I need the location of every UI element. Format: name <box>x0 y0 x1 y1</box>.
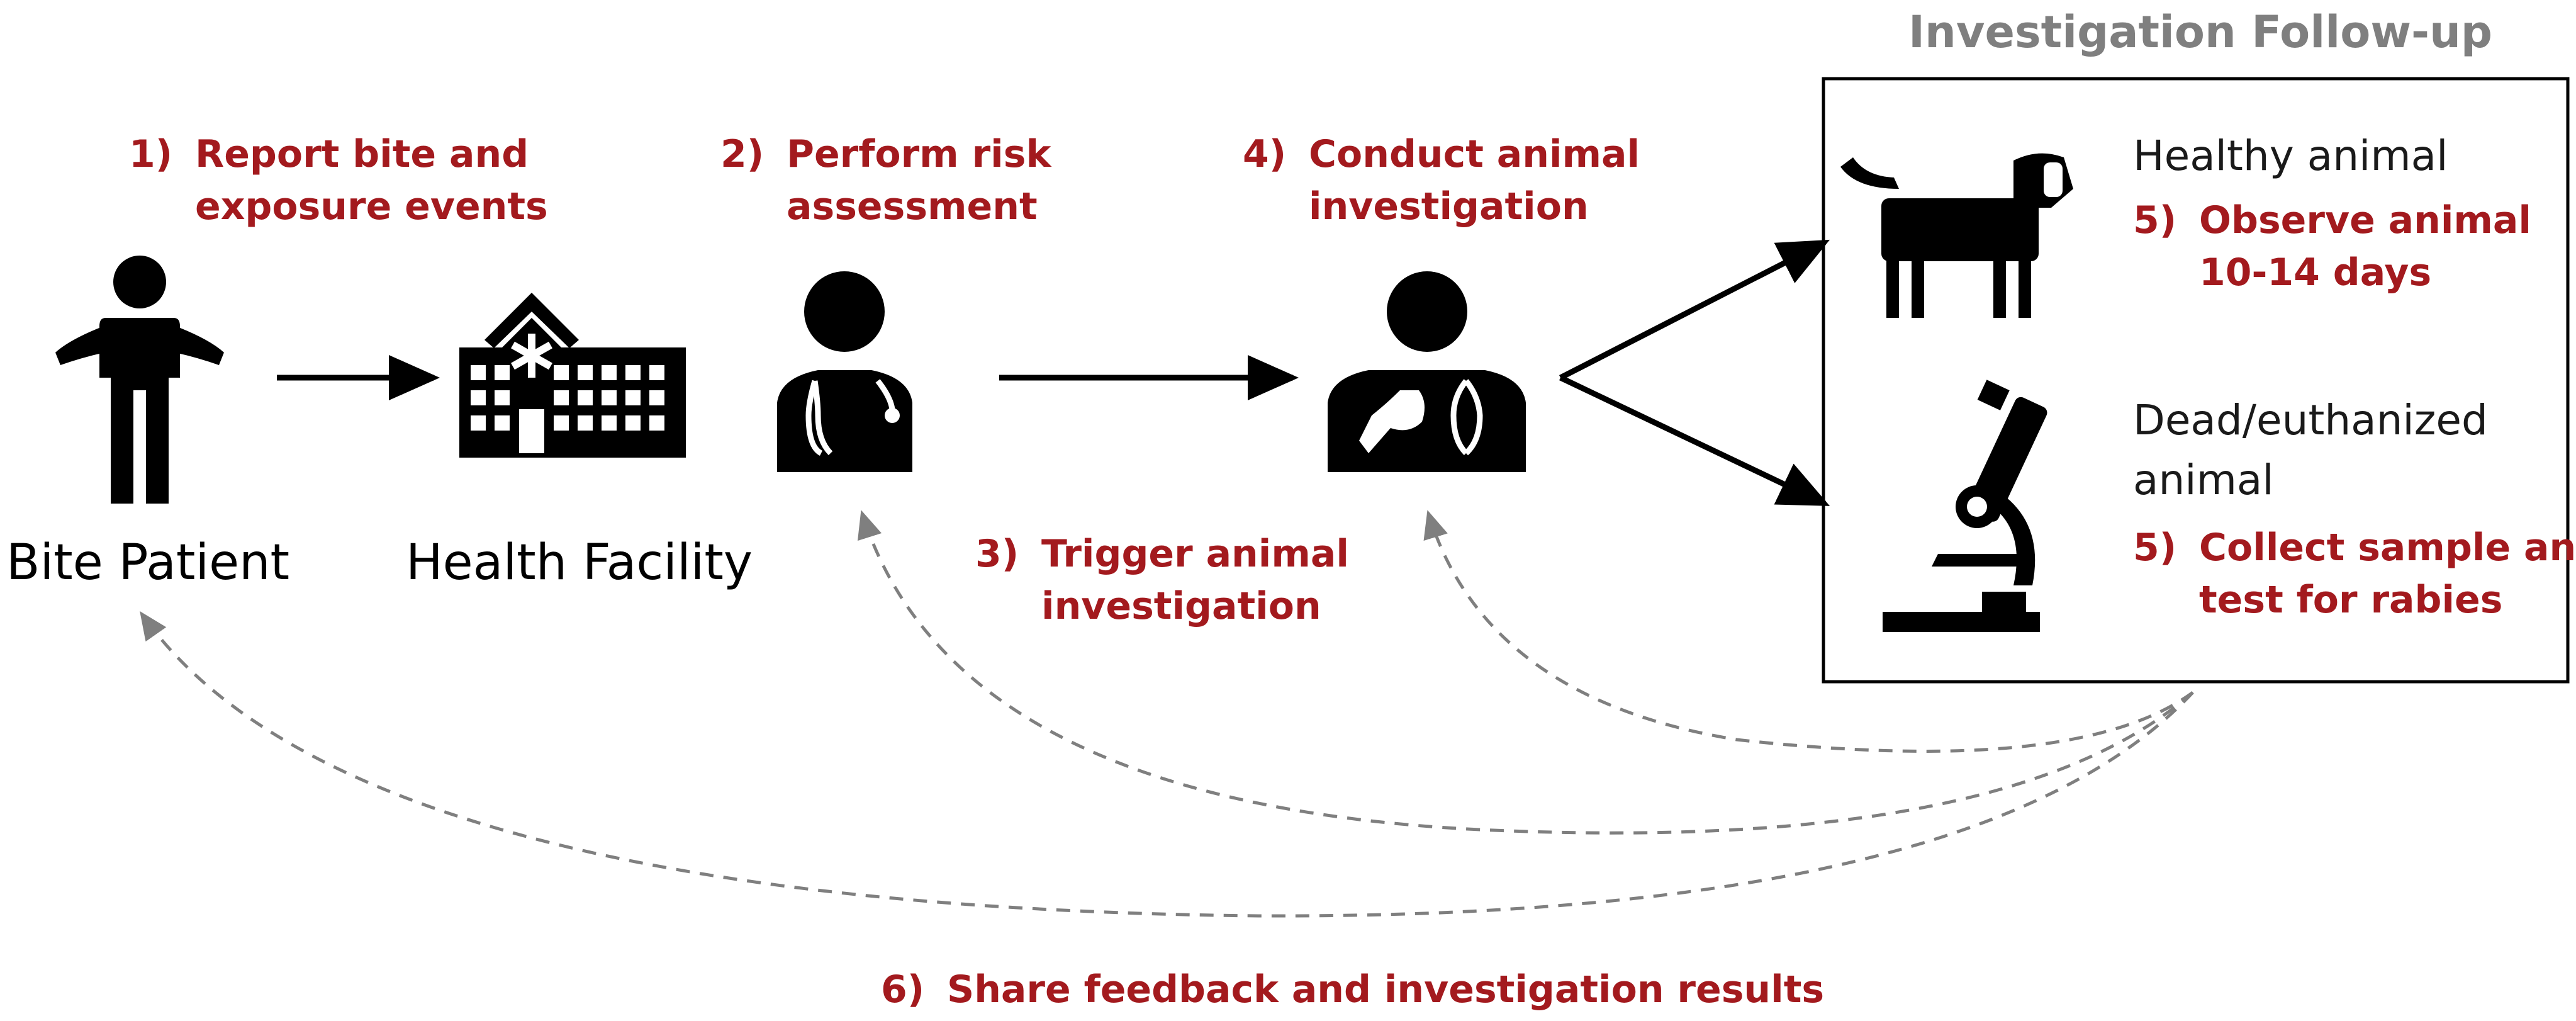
feedback-arrows <box>140 510 2194 918</box>
veterinarian-icon <box>1328 271 1526 472</box>
health-facility-label: Health Facility <box>406 534 753 591</box>
step-6-label: 6) Share feedback and investigation resu… <box>881 967 1824 1012</box>
feedback-arrow-to-doctor <box>858 510 2194 835</box>
dead-animal-line-2: animal <box>2133 456 2274 504</box>
step-1-label: 1) Report bite and exposure events <box>129 132 548 228</box>
dead-animal-line-1: Dead/euthanized <box>2133 396 2488 444</box>
dead-step-line-2: test for rabies <box>2199 578 2502 622</box>
step-6-number: 6) <box>881 967 924 1012</box>
dog-icon <box>1840 153 2073 318</box>
healthy-step-line-1: Observe animal <box>2199 198 2531 242</box>
step-6-line-1: Share feedback and investigation results <box>947 967 1824 1012</box>
follow-up-box <box>1822 77 2570 684</box>
step-1-line-2: exposure events <box>195 184 548 228</box>
step-2-label: 2) Perform risk assessment <box>720 132 1052 228</box>
microscope-icon <box>1883 380 2047 632</box>
arrow-vet-to-healthy <box>1559 239 1830 381</box>
healthy-step-line-2: 10-14 days <box>2199 251 2431 295</box>
step-4-label: 4) Conduct animal investigation <box>1243 132 1640 228</box>
dead-step-line-1: Collect sample and <box>2199 526 2576 570</box>
step-4-line-2: investigation <box>1309 184 1589 228</box>
arrow-vet-to-dead <box>1559 375 1830 507</box>
step-2-line-1: Perform risk <box>787 132 1052 176</box>
step-4-number: 4) <box>1243 132 1286 176</box>
doctor-icon <box>777 271 912 472</box>
feedback-arrow-to-vet <box>1423 510 2194 753</box>
healthy-step-number: 5) <box>2133 198 2176 242</box>
step-3-number: 3) <box>975 532 1019 576</box>
step-3-line-1: Trigger animal <box>1041 532 1349 576</box>
step-4-line-1: Conduct animal <box>1309 132 1640 176</box>
step-2-number: 2) <box>720 132 764 176</box>
hospital-icon <box>459 293 686 458</box>
person-icon <box>55 256 224 504</box>
follow-up-title: Investigation Follow-up <box>1908 6 2492 58</box>
healthy-animal-label: Healthy animal <box>2133 132 2448 180</box>
step-1-line-1: Report bite and <box>195 132 529 176</box>
feedback-arrow-to-patient <box>140 611 2194 918</box>
step-3-label: 3) Trigger animal investigation <box>975 532 1349 628</box>
step-1-number: 1) <box>129 132 172 176</box>
dead-step-number: 5) <box>2133 526 2176 570</box>
step-3-line-2: investigation <box>1041 584 1321 628</box>
step-2-line-2: assessment <box>787 184 1038 228</box>
bite-patient-label: Bite Patient <box>6 534 289 591</box>
